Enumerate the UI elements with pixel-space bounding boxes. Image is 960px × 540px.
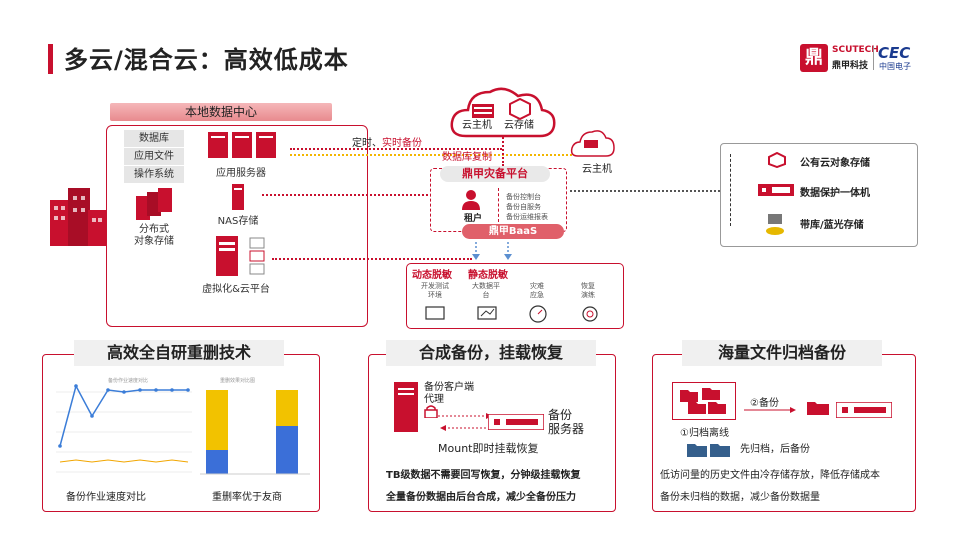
platform-item: 备份自服务 xyxy=(506,203,541,211)
dedup-panel-title: 高效全自研重删技术 xyxy=(74,340,284,366)
baas-down-arrows xyxy=(472,242,512,260)
cloud-storage-label: 云存储 xyxy=(504,120,534,131)
speed-chart-caption: 备份作业速度对比 xyxy=(66,492,146,503)
app-server-icon xyxy=(208,132,276,158)
tenant-user-icon xyxy=(462,190,480,210)
nas-label: NAS存储 xyxy=(217,216,259,227)
synth-desc-line1: TB级数据不需要回写恢复，分钟级挂载恢复 xyxy=(386,470,581,481)
data-type-os: 操作系统 xyxy=(124,166,184,183)
small-cloud-icon xyxy=(570,130,615,157)
backup-flow-label: 定时、实时备份 xyxy=(352,138,422,149)
target-appliance: 数据保护一体机 xyxy=(800,188,870,199)
archive-panel-title: 海量文件归档备份 xyxy=(682,340,882,366)
scenario-disaster: 灾难 应急 xyxy=(530,282,544,299)
archive-arrow xyxy=(744,407,796,413)
appliance-icon xyxy=(758,184,794,196)
scenario-icons xyxy=(425,305,598,323)
svg-text:备份作业速度对比: 备份作业速度对比 xyxy=(108,377,148,384)
blue-folders-icon xyxy=(687,444,730,457)
baas-badge: 鼎甲BaaS xyxy=(462,224,564,239)
backup-server-appliance-icon xyxy=(488,414,544,430)
cloud-host-right-label: 云主机 xyxy=(582,164,612,175)
platform-item: 备份运维报表 xyxy=(506,213,548,221)
tape-disc-icon xyxy=(766,214,784,235)
logo-scutech-text: SCUTECH xyxy=(832,45,879,55)
static-masking-tag: 静态脱敏 xyxy=(468,270,508,281)
replication-flow-label: 数据库复制 xyxy=(442,152,492,163)
archive-first-label: 先归档，后备份 xyxy=(740,444,810,455)
target-public-cloud: 公有云对象存储 xyxy=(800,158,870,169)
synth-panel-title: 合成备份，挂载恢复 xyxy=(386,340,596,366)
dedup-chart-caption: 重删率优于友商 xyxy=(212,492,282,503)
scenario-bigdata: 大数据平 台 xyxy=(472,282,500,299)
flow-line-red-3 xyxy=(272,258,472,260)
flow-line-red-1 xyxy=(290,148,502,150)
archive-desc-line2: 备份未归档的数据，减少备份数据量 xyxy=(660,492,820,503)
archive-step1-label: ①归档离线 xyxy=(680,428,729,439)
archive-step2-label: ②备份 xyxy=(750,398,779,409)
backup-client-label: 备份客户端 代理 xyxy=(424,382,474,405)
archive-source-box xyxy=(672,382,736,420)
flow-line-red-2 xyxy=(262,194,432,196)
mount-restore-label: Mount即时挂载恢复 xyxy=(438,442,539,455)
target-bracket xyxy=(730,154,743,226)
backup-server-label: 备份 服务器 xyxy=(548,408,585,436)
virtualization-icon xyxy=(216,236,265,276)
buildings-icon xyxy=(50,188,106,246)
logo-cec-text: CEC xyxy=(878,44,911,62)
page-title: 多云/混合云：高效低成本 xyxy=(64,46,349,74)
cloud-icon xyxy=(450,87,556,138)
cloud-host-label: 云主机 xyxy=(462,120,492,131)
backup-client-server-icon xyxy=(394,382,418,432)
synth-desc-line2: 全量备份数据由后台合成，减少全备份压力 xyxy=(386,492,576,503)
lock-icon xyxy=(424,405,438,418)
object-storage-cube-icon xyxy=(768,152,786,168)
transfer-arrows xyxy=(438,413,494,431)
company-logo: 鼎 SCUTECH 鼎甲科技 CEC 中国电子 xyxy=(800,44,920,72)
logo-cec-cn-text: 中国电子 xyxy=(879,62,911,71)
scutech-logo-mark: 鼎 xyxy=(800,44,828,72)
virtualization-label: 虚拟化&云平台 xyxy=(202,284,270,295)
local-datacenter-box xyxy=(106,125,368,327)
nas-icon xyxy=(232,184,244,210)
backup-platform-title: 鼎甲灾备平台 xyxy=(440,166,550,182)
dynamic-masking-tag: 动态脱敏 xyxy=(412,270,452,281)
appliance-small-icon xyxy=(836,402,892,418)
app-server-label: 应用服务器 xyxy=(216,168,266,179)
archive-desc-line1: 低访问量的历史文件由冷存储存放，降低存储成本 xyxy=(660,470,880,481)
red-folder-icon xyxy=(807,402,829,415)
red-folders-icon xyxy=(680,388,726,414)
target-tape: 带库/蓝光存储 xyxy=(800,220,864,231)
logo-cn-text: 鼎甲科技 xyxy=(832,61,869,71)
object-storage-icon xyxy=(136,188,172,220)
flow-line-right xyxy=(565,190,720,192)
flow-line-up xyxy=(502,130,504,166)
logo-separator xyxy=(873,46,874,70)
scenario-dev-test: 开发测试 环境 xyxy=(421,282,449,299)
svg-text:重删效果对比图: 重删效果对比图 xyxy=(220,377,255,384)
dedup-bar-chart: 重删效果对比图 xyxy=(200,377,310,475)
flow-line-yellow xyxy=(290,154,580,156)
tenant-label: 租户 xyxy=(464,214,483,224)
platform-items: 备份控制台 备份自服务 备份运维报表 xyxy=(506,192,548,222)
scenarios-box xyxy=(406,263,624,329)
local-datacenter-title: 本地数据中心 xyxy=(110,103,332,121)
target-storage-box xyxy=(720,143,918,247)
data-type-database: 数据库 xyxy=(124,130,184,147)
scenario-drill: 恢复 演练 xyxy=(581,282,595,299)
tenant-divider xyxy=(498,188,501,222)
platform-item: 备份控制台 xyxy=(506,193,541,201)
object-storage-label: 分布式 对象存储 xyxy=(134,224,174,247)
speed-line-chart: 备份作业速度对比 xyxy=(56,377,192,473)
data-type-app-files: 应用文件 xyxy=(124,148,184,165)
title-accent-bar xyxy=(48,44,53,74)
